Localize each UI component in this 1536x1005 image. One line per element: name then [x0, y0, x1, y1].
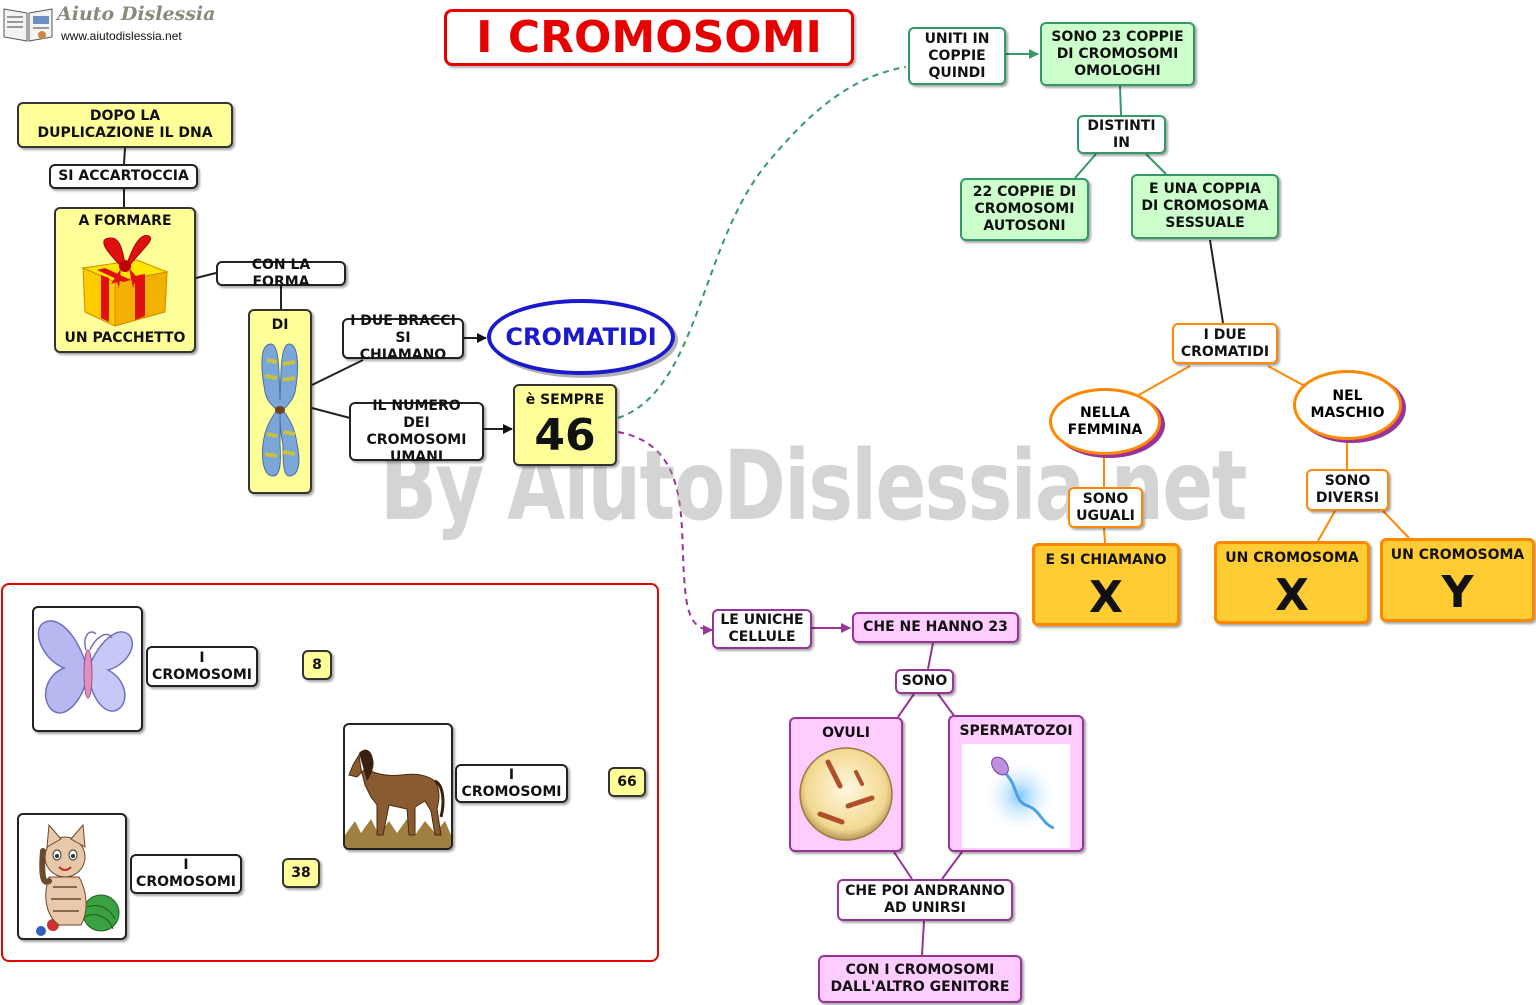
cat-image: [17, 813, 127, 940]
example-label-butterfly: I CROMOSOMI: [146, 646, 258, 687]
node-chiamano-x: E SI CHIAMANO X: [1032, 543, 1180, 626]
label-a-formare: A FORMARE: [78, 213, 172, 229]
label-ovuli: OVULI: [822, 725, 870, 741]
node-sono: SONO: [895, 669, 954, 694]
horse-icon: [345, 725, 451, 848]
value-46: 46: [534, 410, 596, 461]
node-altro-genitore: CON I CROMOSOMI DALL'ALTRO GENITORE: [818, 955, 1022, 1003]
node-distinti-in: DISTINTI IN: [1077, 115, 1166, 154]
label-e-si-chiamano: E SI CHIAMANO: [1045, 552, 1167, 568]
node-nella-femmina: NELLA FEMMINA: [1049, 388, 1161, 455]
node-ne-hanno-23: CHE NE HANNO 23: [852, 612, 1019, 643]
node-cromatidi: CROMATIDI: [487, 299, 675, 375]
book-icon: [2, 3, 54, 43]
node-nel-maschio: NEL MASCHIO: [1293, 370, 1402, 440]
node-coppia-sessuale: E UNA COPPIA DI CROMOSOMA SESSUALE: [1131, 174, 1279, 239]
example-label-horse: I CROMOSOMI: [455, 764, 568, 803]
node-46: è SEMPRE 46: [513, 384, 617, 466]
logo: Aiuto Dislessia www.aiutodislessia.net: [1, 1, 215, 45]
node-cromosoma-y: UN CROMOSOMA Y: [1380, 538, 1535, 622]
gift-icon: [75, 232, 175, 328]
label-un-cromosoma-x: UN CROMOSOMA: [1225, 550, 1359, 566]
node-andranno-unirsi: CHE POI ANDRANNO AD UNIRSI: [837, 879, 1013, 921]
node-di: DI: [248, 309, 312, 494]
node-23-coppie: SONO 23 COPPIE DI CROMOSOMI OMOLOGHI: [1040, 22, 1195, 86]
sperm-icon: [962, 744, 1070, 848]
label-e-sempre: è SEMPRE: [525, 392, 605, 408]
example-label-cat: I CROMOSOMI: [130, 854, 242, 894]
example-value-cat: 38: [282, 858, 320, 888]
butterfly-image: [32, 606, 143, 732]
logo-url[interactable]: www.aiutodislessia.net: [61, 29, 182, 43]
node-si-accartoccia: SI ACCARTOCCIA: [49, 164, 198, 189]
node-pacchetto: A FORMARE UN PACCHETTO: [54, 207, 196, 353]
label-spermatozoi: SPERMATOZOI: [959, 723, 1073, 739]
node-i-due-bracci: I DUE BRACCI SI CHIAMANO: [342, 313, 464, 363]
value-x-maschio: X: [1275, 570, 1309, 621]
node-con-la-forma: CON LA FORMA: [216, 257, 346, 290]
node-i-due-cromatidi: I DUE CROMATIDI: [1172, 323, 1278, 364]
node-spermatozoi: SPERMATOZOI: [948, 715, 1084, 852]
node-autosomi: 22 COPPIE DI CROMOSOMI AUTOSONI: [960, 178, 1089, 241]
chromosome-icon: [253, 340, 307, 480]
butterfly-icon: [34, 608, 141, 730]
page-title: I CROMOSOMI: [444, 9, 854, 66]
horse-image: [343, 723, 453, 850]
value-x-femmina: X: [1089, 572, 1123, 623]
ovum-icon: [796, 742, 896, 842]
label-di: DI: [271, 317, 289, 333]
value-y: Y: [1441, 567, 1474, 618]
node-uniti-in-coppie: UNITI IN COPPIE QUINDI: [908, 27, 1006, 85]
example-value-horse: 66: [608, 767, 646, 797]
node-sono-uguali: SONO UGUALI: [1068, 487, 1143, 528]
node-sono-diversi: SONO DIVERSI: [1306, 469, 1389, 511]
logo-brand: Aiuto Dislessia: [57, 3, 216, 25]
node-uniche-cellule: LE UNICHE CELLULE: [712, 609, 812, 649]
node-cromosoma-x: UN CROMOSOMA X: [1214, 541, 1370, 624]
node-dopo-duplicazione: DOPO LA DUPLICAZIONE IL DNA: [17, 102, 233, 148]
node-ovuli: OVULI: [789, 717, 903, 852]
cat-icon: [19, 815, 125, 938]
label-un-cromosoma-y: UN CROMOSOMA: [1390, 547, 1525, 563]
node-numero-cromosomi: IL NUMERO DEI CROMOSOMI UMANI: [349, 398, 484, 465]
example-value-butterfly: 8: [302, 650, 332, 680]
label-un-pacchetto: UN PACCHETTO: [64, 330, 186, 346]
